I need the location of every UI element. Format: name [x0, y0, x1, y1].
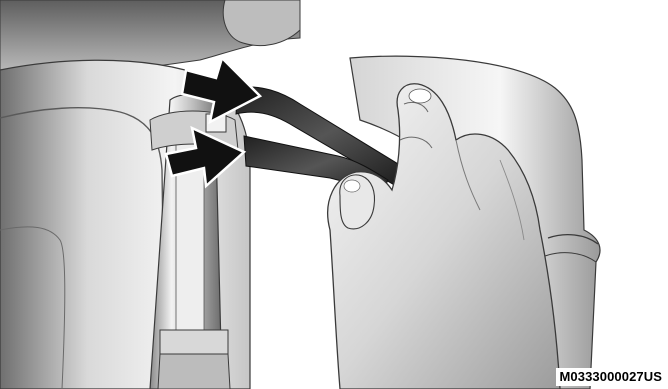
figure-code: M0333000027US: [556, 368, 667, 386]
